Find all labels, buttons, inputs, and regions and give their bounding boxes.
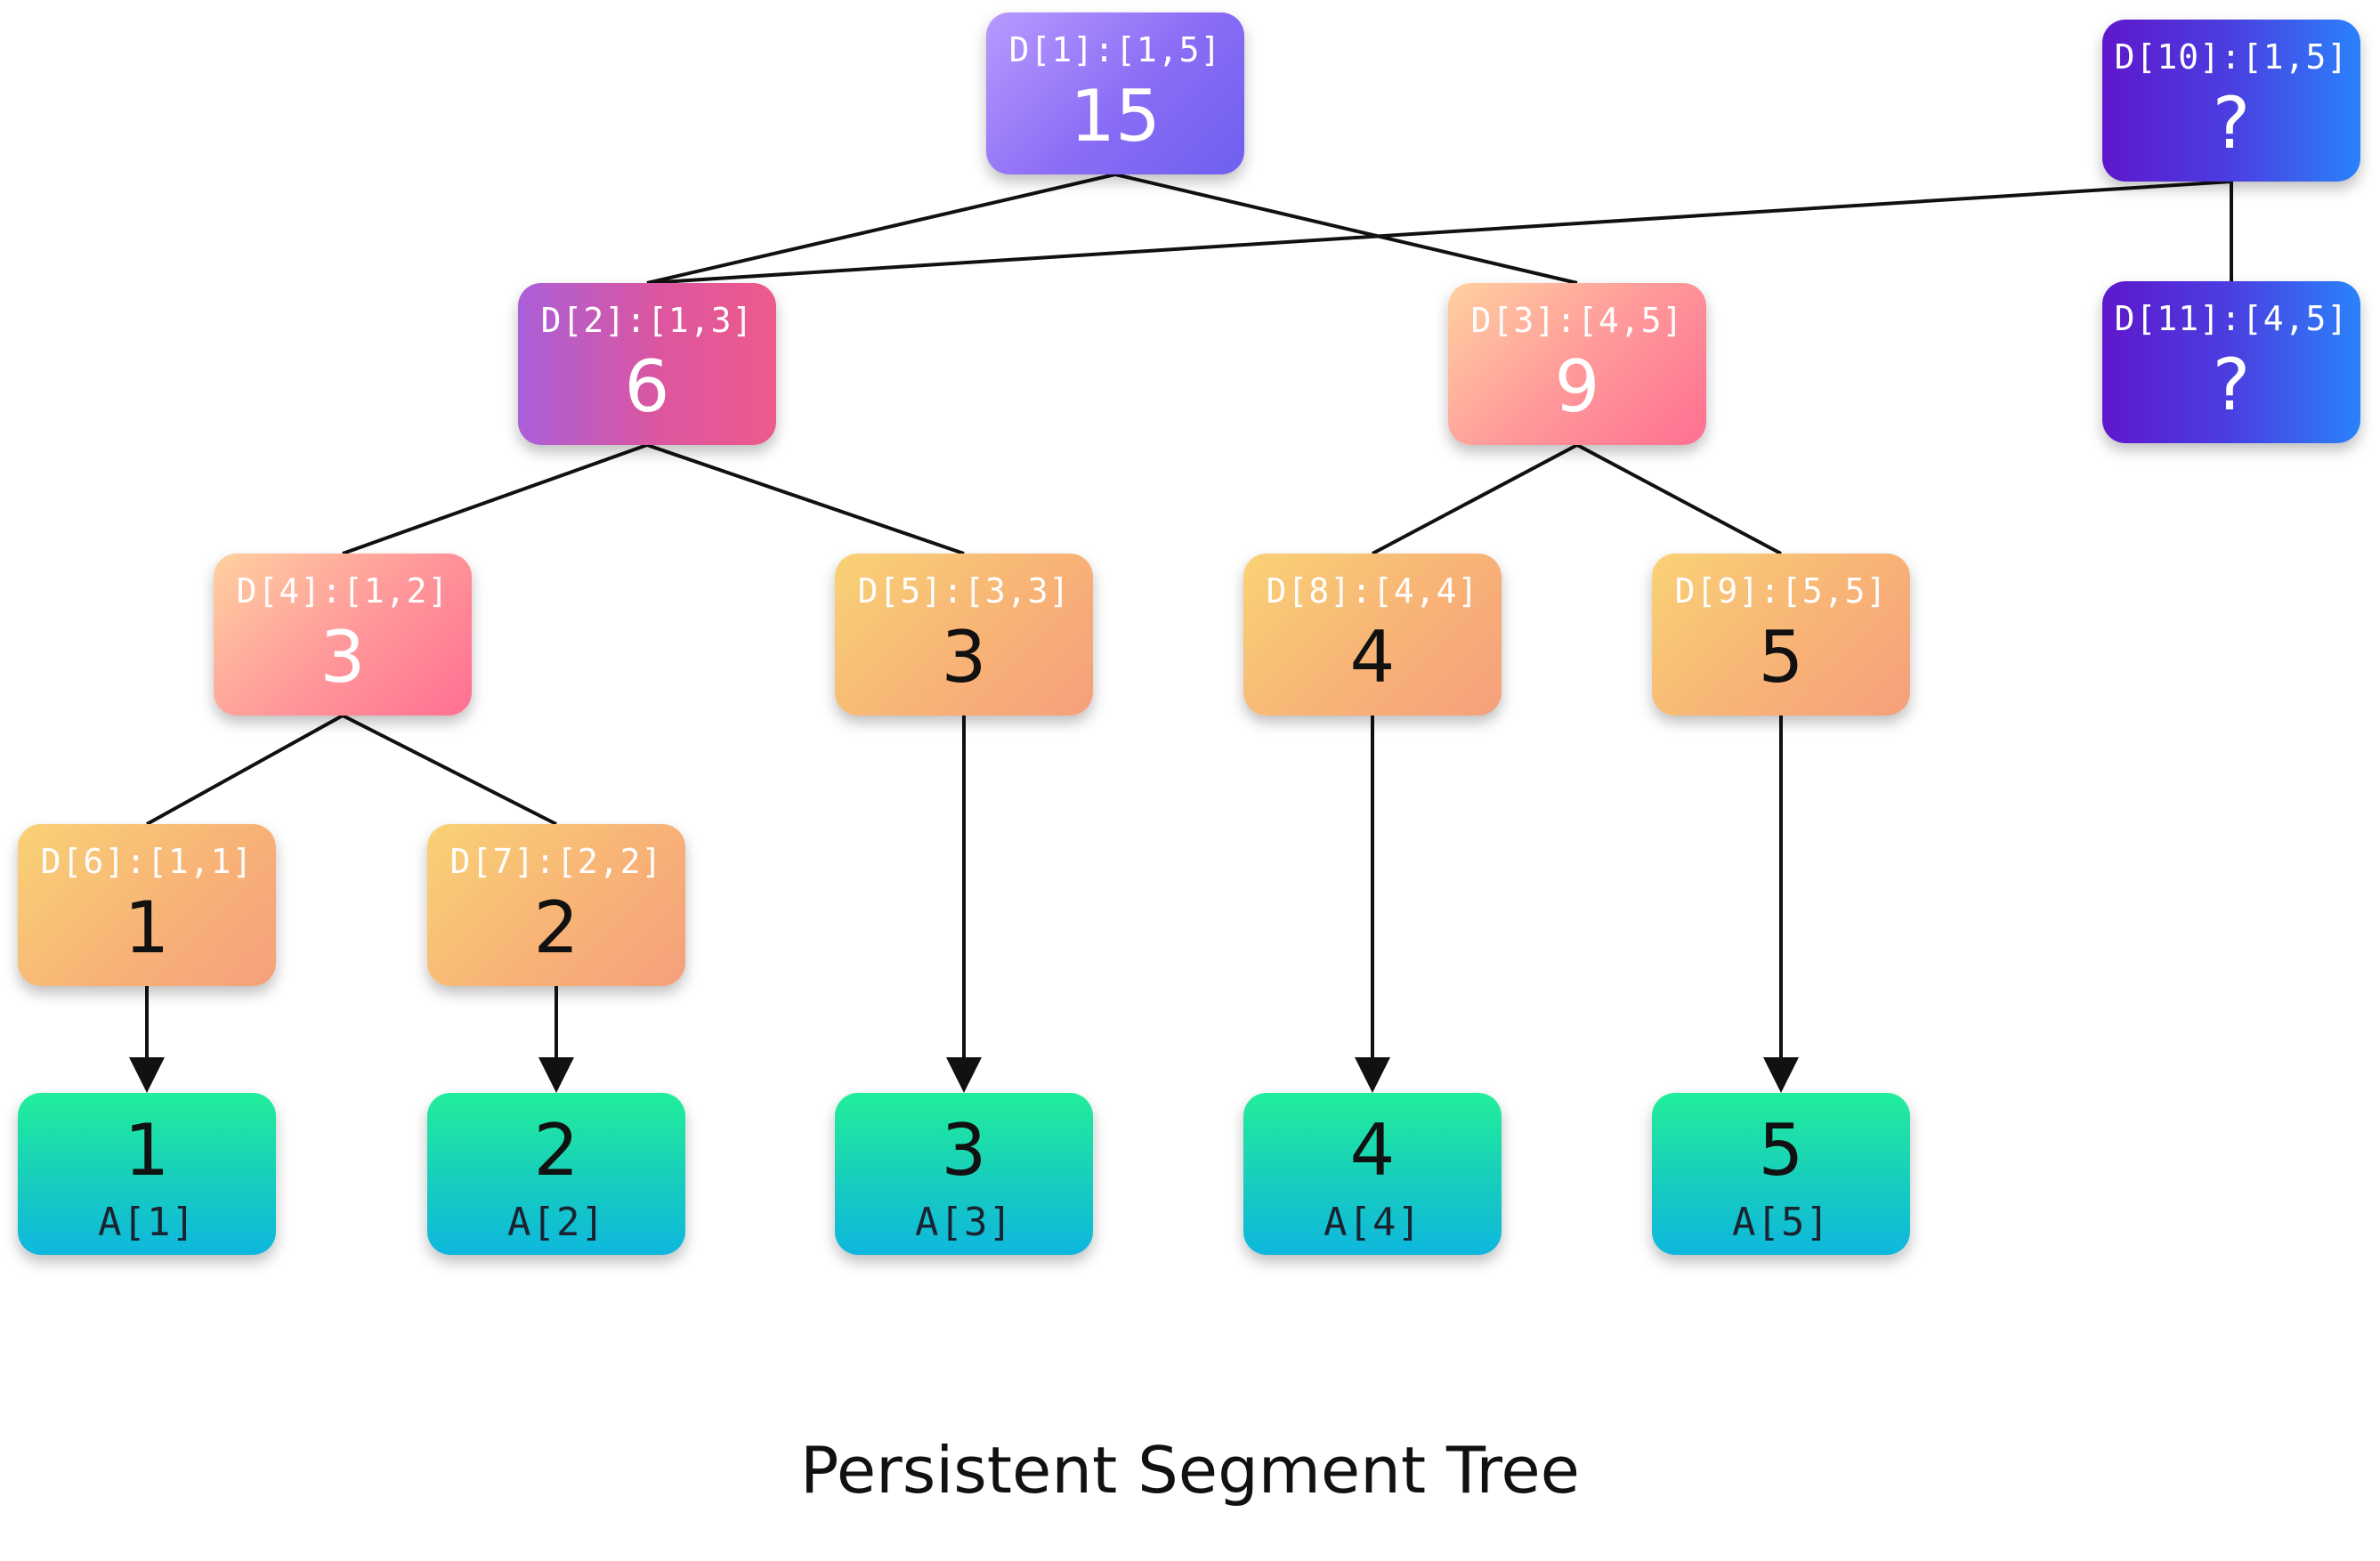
leaf-a2: 2 A[2] <box>427 1093 685 1255</box>
node-d3-value: 9 <box>1554 345 1600 428</box>
leaf-a3-label: A[3] <box>915 1200 1013 1245</box>
edge-d2-d4 <box>342 443 648 555</box>
node-d10-label: D[10]:[1,5] <box>2114 37 2349 77</box>
node-d11-label: D[11]:[4,5] <box>2114 299 2349 338</box>
leaf-a5-label: A[5] <box>1732 1200 1830 1245</box>
node-d10: D[10]:[1,5] ? <box>2102 20 2360 182</box>
edge-d4-d6 <box>146 714 344 826</box>
node-d6: D[6]:[1,1] 1 <box>18 824 276 986</box>
leaf-a5-value: 5 <box>1758 1109 1804 1192</box>
node-d10-value: ? <box>2212 82 2251 165</box>
edge-d3-d9 <box>1576 443 1782 555</box>
leaf-a5: 5 A[5] <box>1652 1093 1910 1255</box>
leaf-a3: 3 A[3] <box>835 1093 1093 1255</box>
node-d7-value: 2 <box>533 886 579 969</box>
node-d8-value: 4 <box>1349 616 1396 699</box>
diagram-caption: Persistent Segment Tree <box>800 1433 1580 1508</box>
node-d5: D[5]:[3,3] 3 <box>835 554 1093 716</box>
node-d3: D[3]:[4,5] 9 <box>1448 283 1706 445</box>
node-d5-value: 3 <box>941 616 987 699</box>
node-d7: D[7]:[2,2] 2 <box>427 824 685 986</box>
node-d1-label: D[1]:[1,5] <box>1008 30 1222 69</box>
node-d9-value: 5 <box>1758 616 1804 699</box>
node-d6-label: D[6]:[1,1] <box>40 842 254 881</box>
leaf-a3-value: 3 <box>941 1109 987 1192</box>
edge-d1-d3 <box>1114 173 1578 285</box>
leaf-a2-value: 2 <box>533 1109 579 1192</box>
leaf-a1-label: A[1] <box>98 1200 196 1245</box>
node-d1: D[1]:[1,5] 15 <box>986 12 1244 174</box>
node-d4-value: 3 <box>320 616 366 699</box>
edge-d2-d5 <box>646 443 965 555</box>
node-d7-label: D[7]:[2,2] <box>449 842 663 881</box>
edge-d1-d2 <box>646 173 1116 285</box>
node-d5-label: D[5]:[3,3] <box>857 571 1071 611</box>
node-d9-label: D[9]:[5,5] <box>1674 571 1888 611</box>
node-d9: D[9]:[5,5] 5 <box>1652 554 1910 716</box>
node-d6-value: 1 <box>124 886 170 969</box>
node-d4: D[4]:[1,2] 3 <box>214 554 472 716</box>
node-d1-value: 15 <box>1070 75 1161 158</box>
edge-d3-d8 <box>1372 443 1578 555</box>
node-d11: D[11]:[4,5] ? <box>2102 281 2360 443</box>
node-d8: D[8]:[4,4] 4 <box>1243 554 1502 716</box>
node-d2: D[2]:[1,3] 6 <box>518 283 776 445</box>
edge-d10-d2 <box>646 180 2232 285</box>
leaf-a1-value: 1 <box>124 1109 170 1192</box>
leaf-a2-label: A[2] <box>507 1200 605 1245</box>
node-d4-label: D[4]:[1,2] <box>236 571 449 611</box>
node-d2-label: D[2]:[1,3] <box>540 301 754 340</box>
leaf-a4-value: 4 <box>1349 1109 1396 1192</box>
node-d11-value: ? <box>2212 344 2251 426</box>
node-d2-value: 6 <box>624 345 670 428</box>
leaf-a4: 4 A[4] <box>1243 1093 1502 1255</box>
edge-d4-d7 <box>342 714 557 826</box>
leaf-a4-label: A[4] <box>1324 1200 1421 1245</box>
node-d8-label: D[8]:[4,4] <box>1266 571 1479 611</box>
node-d3-label: D[3]:[4,5] <box>1470 301 1684 340</box>
leaf-a1: 1 A[1] <box>18 1093 276 1255</box>
